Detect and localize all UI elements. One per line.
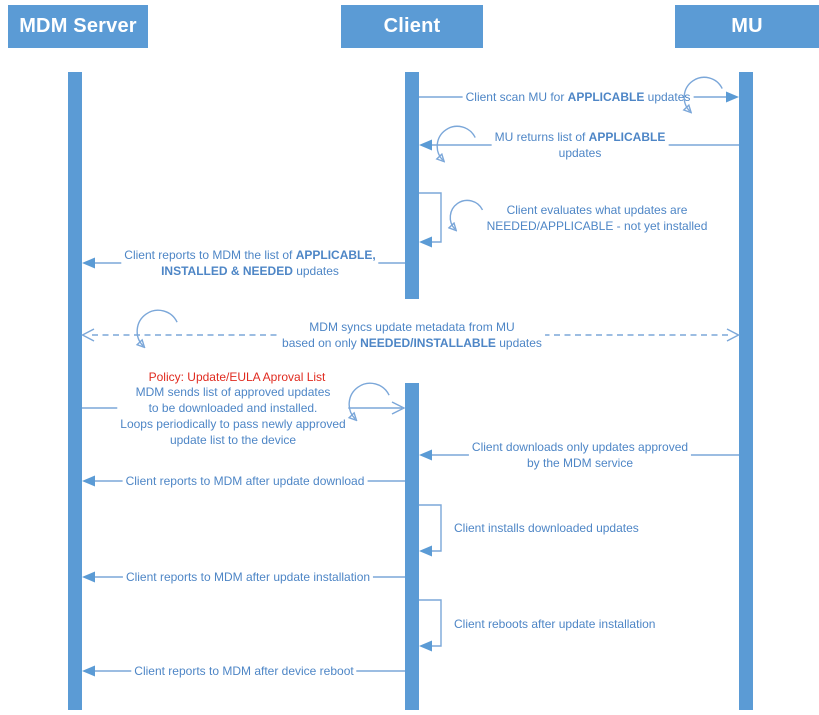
msg-evaluate-line2: NEEDED/APPLICABLE - not yet installed [486, 219, 708, 233]
return-loop-icon [437, 125, 476, 160]
msg-return-line1: MU returns list of APPLICABLE [495, 129, 666, 145]
msg-approved-line3: Loops periodically to pass newly approve… [120, 417, 346, 431]
msg-report-list-line2: INSTALLED & NEEDED updates [124, 263, 375, 279]
msg-sync-post: updates [495, 336, 542, 350]
msg-sync-line2: based on only NEEDED/INSTALLABLE updates [282, 335, 542, 351]
msg-sync-pre: based on only [282, 336, 361, 350]
actor-mdm-server: MDM Server [8, 5, 148, 48]
actor-client: Client [341, 5, 483, 48]
msg-scan-post: updates [644, 90, 691, 104]
lifeline-mu [739, 72, 753, 710]
msg-report-list-label: Client reports to MDM the list of APPLIC… [121, 247, 379, 279]
msg-return-bold: APPLICABLE [588, 130, 666, 144]
msg-report-reboot-label: Client reports to MDM after device reboo… [131, 663, 357, 679]
sync-loop-icon [137, 309, 178, 346]
msg-report-list-line1: Client reports to MDM the list of APPLIC… [124, 247, 375, 263]
msg-install-self-arrow [419, 504, 442, 557]
msg-sync-line1: MDM syncs update metadata from MU [309, 320, 515, 334]
msg-report-list-post: updates [292, 264, 339, 278]
lifeline-client-upper [405, 72, 419, 299]
policy-note: Policy: Update/EULA Aproval List [145, 369, 329, 385]
msg-approved-line1: MDM sends list of approved updates [135, 385, 331, 399]
msg-report-install-label: Client reports to MDM after update insta… [122, 569, 374, 585]
msg-return-pre: MU returns list of [494, 130, 589, 144]
evaluate-loop-icon [450, 199, 484, 229]
msg-return-label: MU returns list of APPLICABLE updates [491, 129, 669, 161]
msg-report-list-pre: Client reports to MDM the list of [124, 248, 296, 262]
msg-install-label: Client installs downloaded updates [451, 520, 642, 536]
msg-return-line2: updates [558, 146, 602, 160]
msg-approved-label: MDM sends list of approved updates to be… [117, 384, 349, 448]
msg-approved-line4: update list to the device [169, 433, 297, 447]
msg-report-download-label: Client reports to MDM after update downl… [122, 473, 368, 489]
msg-report-list-bold2: INSTALLED & NEEDED [161, 264, 293, 278]
msg-report-list-bold1: APPLICABLE, [295, 248, 376, 262]
msg-sync-label: MDM syncs update metadata from MU based … [279, 319, 545, 351]
msg-reboot-self-arrow [419, 599, 442, 652]
msg-evaluate-label: Client evaluates what updates are NEEDED… [483, 202, 711, 234]
msg-download-label: Client downloads only updates approved b… [468, 439, 692, 471]
approved-loop-icon [349, 382, 390, 419]
msg-approved-line2: to be downloaded and installed. [148, 401, 318, 415]
msg-download-line1: Client downloads only updates approved [471, 440, 689, 454]
msg-scan-pre: Client scan MU for [465, 90, 568, 104]
lifeline-mdm-server [68, 72, 82, 710]
msg-scan-bold: APPLICABLE [567, 90, 645, 104]
msg-sync-bold: NEEDED/INSTALLABLE [360, 336, 496, 350]
msg-evaluate-self-arrow [419, 192, 442, 248]
lifeline-client-lower [405, 383, 419, 710]
msg-download-line2: by the MDM service [526, 456, 634, 470]
msg-reboot-label: Client reboots after update installation [451, 616, 659, 632]
actor-mu: MU [675, 5, 819, 48]
msg-scan-label: Client scan MU for APPLICABLE updates [462, 89, 694, 105]
msg-evaluate-line1: Client evaluates what updates are [506, 203, 688, 217]
